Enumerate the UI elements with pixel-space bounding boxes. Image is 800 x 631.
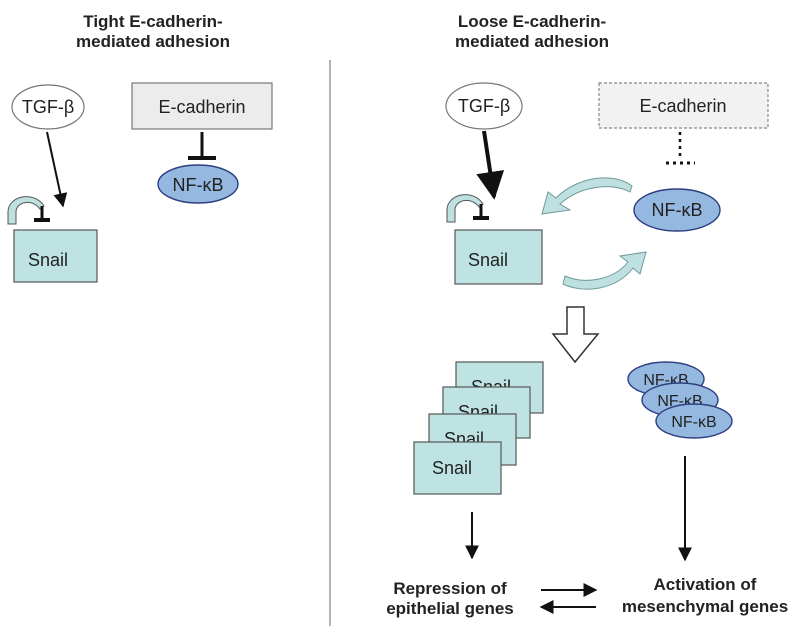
repression-line1: Repression of <box>393 579 507 598</box>
left-snail-label: Snail <box>28 250 68 270</box>
activation-line1: Activation of <box>654 575 757 594</box>
left-ecadherin-label: E-cadherin <box>158 97 245 117</box>
right-title-line2: mediated adhesion <box>455 32 609 51</box>
right-ecadherin-label: E-cadherin <box>639 96 726 116</box>
left-tgf-beta-label: TGF-β <box>22 97 74 117</box>
right-snail-box <box>454 229 543 285</box>
right-ecadherin-box <box>598 82 769 129</box>
right-tgf-beta-node <box>445 82 523 130</box>
right-nfkb-node <box>633 188 721 232</box>
snail-stack-label-1: Snail <box>432 458 472 478</box>
nfkb-stack-ellipse-1 <box>655 403 733 439</box>
left-nfkb-label: NF-κB <box>173 175 224 195</box>
right-nfkb-label: NF-κB <box>652 200 703 220</box>
left-snail-self-inhibition-arc <box>7 196 45 225</box>
left-title-line2: mediated adhesion <box>76 32 230 51</box>
right-tgf-beta-label: TGF-β <box>458 96 510 116</box>
left-nfkb-node <box>157 164 239 204</box>
activation-line2: mesenchymal genes <box>622 597 788 616</box>
right-title-line1: Loose E-cadherin- <box>458 12 606 31</box>
left-tgf-to-snail-arrow <box>46 131 68 208</box>
left-title-line1: Tight E-cadherin- <box>83 12 222 31</box>
left-ecadherin-box <box>131 82 273 130</box>
amplification-hollow-arrow <box>551 306 600 364</box>
right-snail-self-inhibition-arc <box>446 194 484 223</box>
snail-to-nfkb-curved-arrow <box>562 251 647 290</box>
nfkb-stack-label-1: NF-κB <box>671 414 716 431</box>
right-snail-label: Snail <box>468 250 508 270</box>
right-tgf-to-snail-arrow <box>476 130 505 200</box>
snail-stack-box-1 <box>413 441 502 495</box>
repression-line2: epithelial genes <box>386 599 514 618</box>
left-tgf-beta-node <box>11 84 85 130</box>
nfkb-to-snail-curved-arrow <box>541 177 633 215</box>
left-snail-box <box>13 229 98 283</box>
